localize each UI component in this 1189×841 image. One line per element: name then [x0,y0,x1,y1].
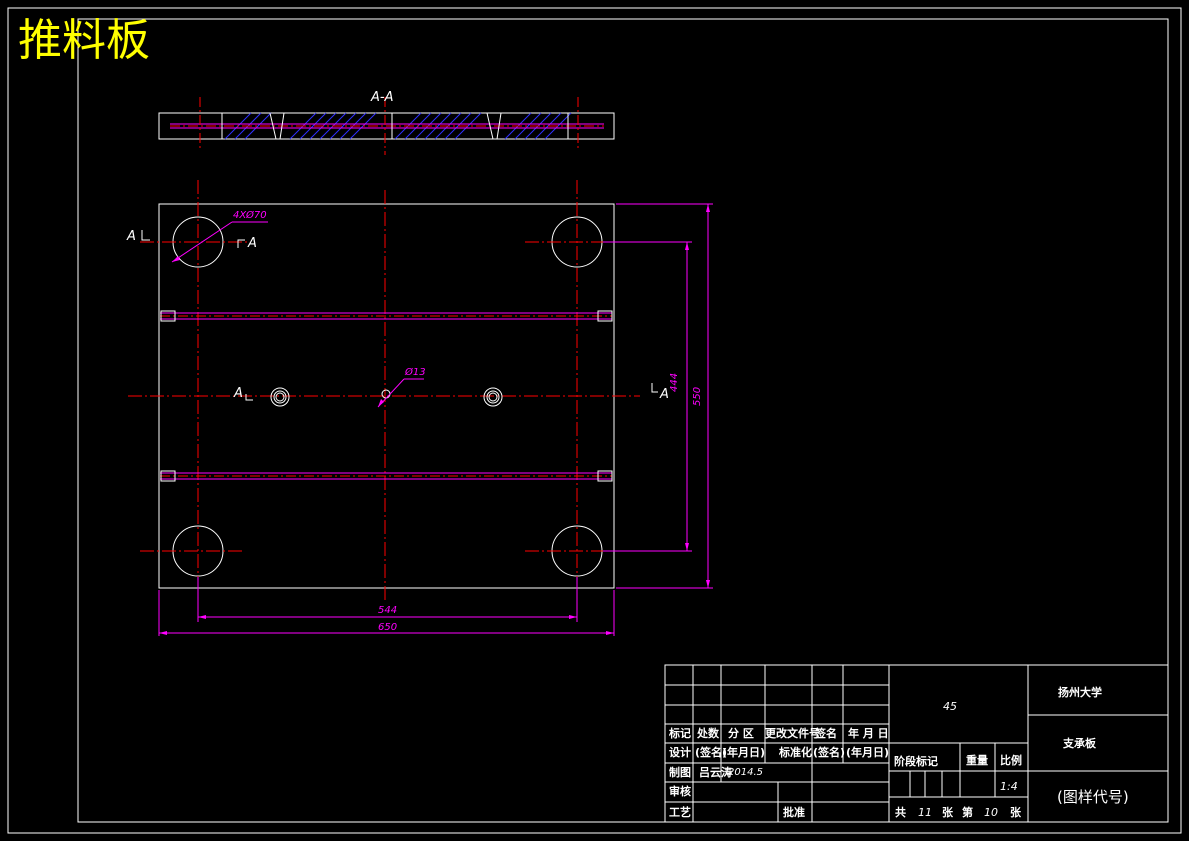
scale-label: 比例 [1000,754,1022,767]
section-mark-left-mid: A [234,386,243,401]
sheet-number: 10 [984,806,998,819]
drawing-title: 推料板 [18,15,150,66]
weight-label: 重量 [966,754,988,767]
section-outline [158,112,615,140]
organization: 扬州大学 [1058,686,1102,699]
sheet-label-2: 张 [1010,806,1021,819]
section-mark-left-top: A [127,229,136,244]
header-mark: 标记 [669,727,691,740]
index-label: 第 [962,806,973,819]
dim-inner-width: 544 [378,605,398,616]
draw-date: 2014.5 [728,767,763,778]
standard-sign: (签名) [813,746,846,759]
section-view [158,97,615,155]
drawing-code: (图样代号) [1057,788,1129,806]
total-sheets: 11 [918,806,932,819]
drawer-name: 吕云涛 [699,766,732,779]
dim-center-hole: Ø13 [405,367,426,378]
plan-view [128,180,640,604]
section-taper-right [486,112,502,140]
scale-value: 1:4 [1000,780,1018,793]
dimension-arrows [159,204,710,635]
title-block [664,664,1169,823]
header-sign: 签名 [815,727,837,740]
design-label: 设计 [669,746,691,759]
dim-outer-width: 650 [378,622,398,633]
sheet-label: 张 [942,806,953,819]
section-mark-right-top: A [248,236,257,251]
standard-date: (年月日) [846,746,890,759]
tapered-hole-right [483,387,503,407]
inner-frame [77,18,1169,823]
header-zone: 分 区 [728,727,754,740]
draw-label: 制图 [669,766,691,779]
dim-inner-height: 444 [669,372,680,392]
design-sign: (签名) [695,746,728,759]
dim-hole-diameter: 4XØ70 [233,210,267,221]
section-markers [141,230,658,401]
material: 45 [943,700,957,713]
section-mark-right-mid: A [660,387,669,402]
section-title: A-A [371,90,394,105]
dimension-lines [158,203,713,636]
process-label: 工艺 [669,806,691,819]
header-count: 处数 [697,727,719,740]
stage-label: 阶段标记 [894,755,938,768]
dim-outer-height: 550 [692,386,703,406]
design-date: (年月日) [722,746,766,759]
standard-label: 标准化 [779,746,812,759]
header-change: 更改文件号 [765,727,820,740]
outer-frame [7,7,1182,834]
check-label: 审核 [669,785,691,798]
header-date: 年 月 日 [848,727,889,740]
total-label: 共 [895,806,906,819]
part-name: 支承板 [1063,737,1096,750]
approve-label: 批准 [783,806,805,819]
section-taper-left [269,112,285,140]
long-bore-bottom [160,470,613,482]
tapered-hole-left [270,387,290,407]
center-hole [381,389,391,399]
long-bore-top [160,310,613,322]
